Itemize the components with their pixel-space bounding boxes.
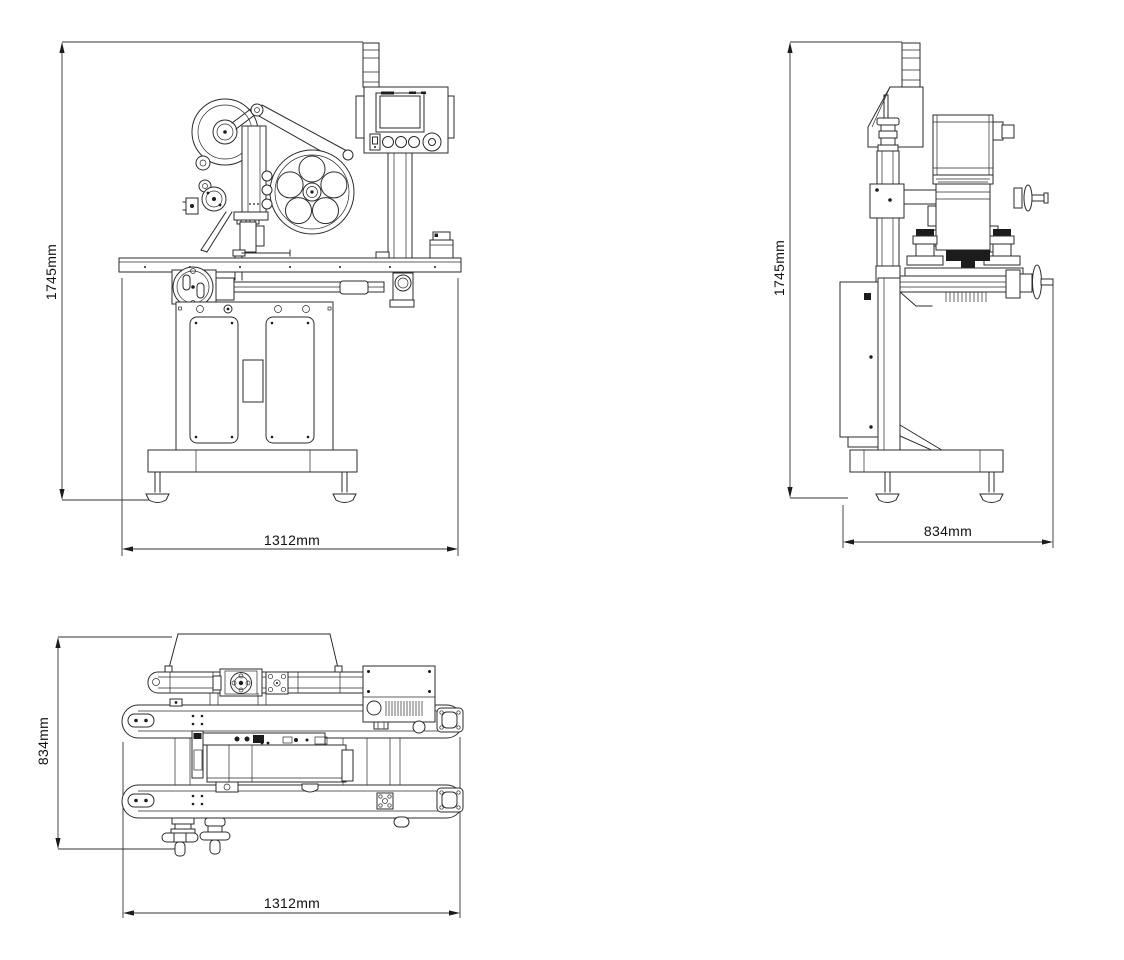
cabinet-door-right bbox=[265, 316, 315, 444]
base-cabinet bbox=[175, 301, 334, 460]
hmi-switch bbox=[369, 133, 381, 151]
conveyor-drive bbox=[171, 266, 415, 308]
top-gear-unit bbox=[212, 668, 263, 697]
top-cross-flange bbox=[265, 671, 289, 695]
product-stop-block bbox=[946, 250, 990, 261]
side-slide-column bbox=[869, 150, 937, 279]
top-center-block bbox=[215, 781, 319, 793]
front-width-label: 1312mm bbox=[264, 532, 320, 548]
top-conveyor-rail-lower bbox=[121, 784, 464, 828]
side-column bbox=[877, 277, 946, 453]
side-depth-dimension: 834mm bbox=[842, 285, 1054, 548]
side-base bbox=[849, 449, 1004, 503]
side-handwheel-lower bbox=[1032, 264, 1054, 300]
top-lower-flange bbox=[376, 792, 394, 810]
top-rail-end-bracket-lower bbox=[436, 787, 464, 813]
side-foot-left bbox=[875, 471, 900, 503]
front-height-label: 1745mm bbox=[43, 244, 59, 300]
top-depth-dimension: 834mm bbox=[35, 636, 180, 850]
top-center-platform bbox=[191, 730, 354, 783]
head-body bbox=[233, 125, 273, 225]
table-mounted-unit bbox=[429, 231, 454, 259]
top-machine-outline bbox=[164, 633, 343, 674]
hmi-screen bbox=[375, 92, 425, 133]
top-lower-tab bbox=[393, 816, 410, 828]
conveyor-end-unit bbox=[389, 272, 415, 308]
drive-rollers bbox=[195, 155, 227, 212]
side-pedestals bbox=[906, 229, 1021, 277]
front-height-dimension: 1745mm bbox=[43, 41, 363, 501]
front-view: 1745mm 1312mm bbox=[43, 41, 462, 556]
front-base bbox=[145, 449, 358, 503]
side-view: 1745mm 834mm bbox=[771, 41, 1054, 548]
front-foot-right bbox=[332, 471, 357, 503]
table-top bbox=[118, 257, 462, 273]
top-crank-right bbox=[199, 817, 231, 855]
top-width-label: 1312mm bbox=[264, 895, 320, 911]
hmi-panel bbox=[355, 86, 455, 154]
hmi-buttons bbox=[382, 136, 420, 148]
top-width-dimension: 1312mm bbox=[122, 737, 461, 918]
web-path-lines bbox=[258, 104, 348, 159]
rewind-reel bbox=[269, 149, 355, 235]
side-pole bbox=[901, 42, 921, 90]
side-bracket bbox=[867, 86, 924, 152]
top-rail-end-bracket-upper bbox=[436, 707, 464, 733]
top-electronics-box bbox=[362, 665, 436, 734]
side-foot-right bbox=[979, 471, 1004, 503]
side-height-label: 1745mm bbox=[771, 240, 787, 296]
peeler-assembly bbox=[182, 197, 291, 281]
top-depth-label: 834mm bbox=[35, 717, 51, 765]
front-width-dimension: 1312mm bbox=[121, 278, 459, 556]
side-depth-label: 834mm bbox=[924, 523, 972, 539]
side-cabinet bbox=[839, 281, 879, 448]
conveyor-hand-wheel bbox=[172, 266, 214, 308]
hmi-estop-knob bbox=[422, 132, 442, 152]
label-applicator-head bbox=[182, 98, 355, 281]
side-label-head bbox=[923, 114, 1049, 253]
side-conveyor bbox=[875, 264, 1054, 307]
top-crank-left bbox=[161, 817, 199, 857]
cabinet-door-left bbox=[189, 316, 239, 444]
side-handwheel-upper bbox=[1013, 184, 1049, 212]
cabinet-center-plate bbox=[242, 359, 264, 403]
top-view: 834mm 1312mm bbox=[35, 633, 464, 918]
side-height-dimension: 1745mm bbox=[771, 41, 902, 499]
front-foot-left bbox=[145, 471, 170, 503]
